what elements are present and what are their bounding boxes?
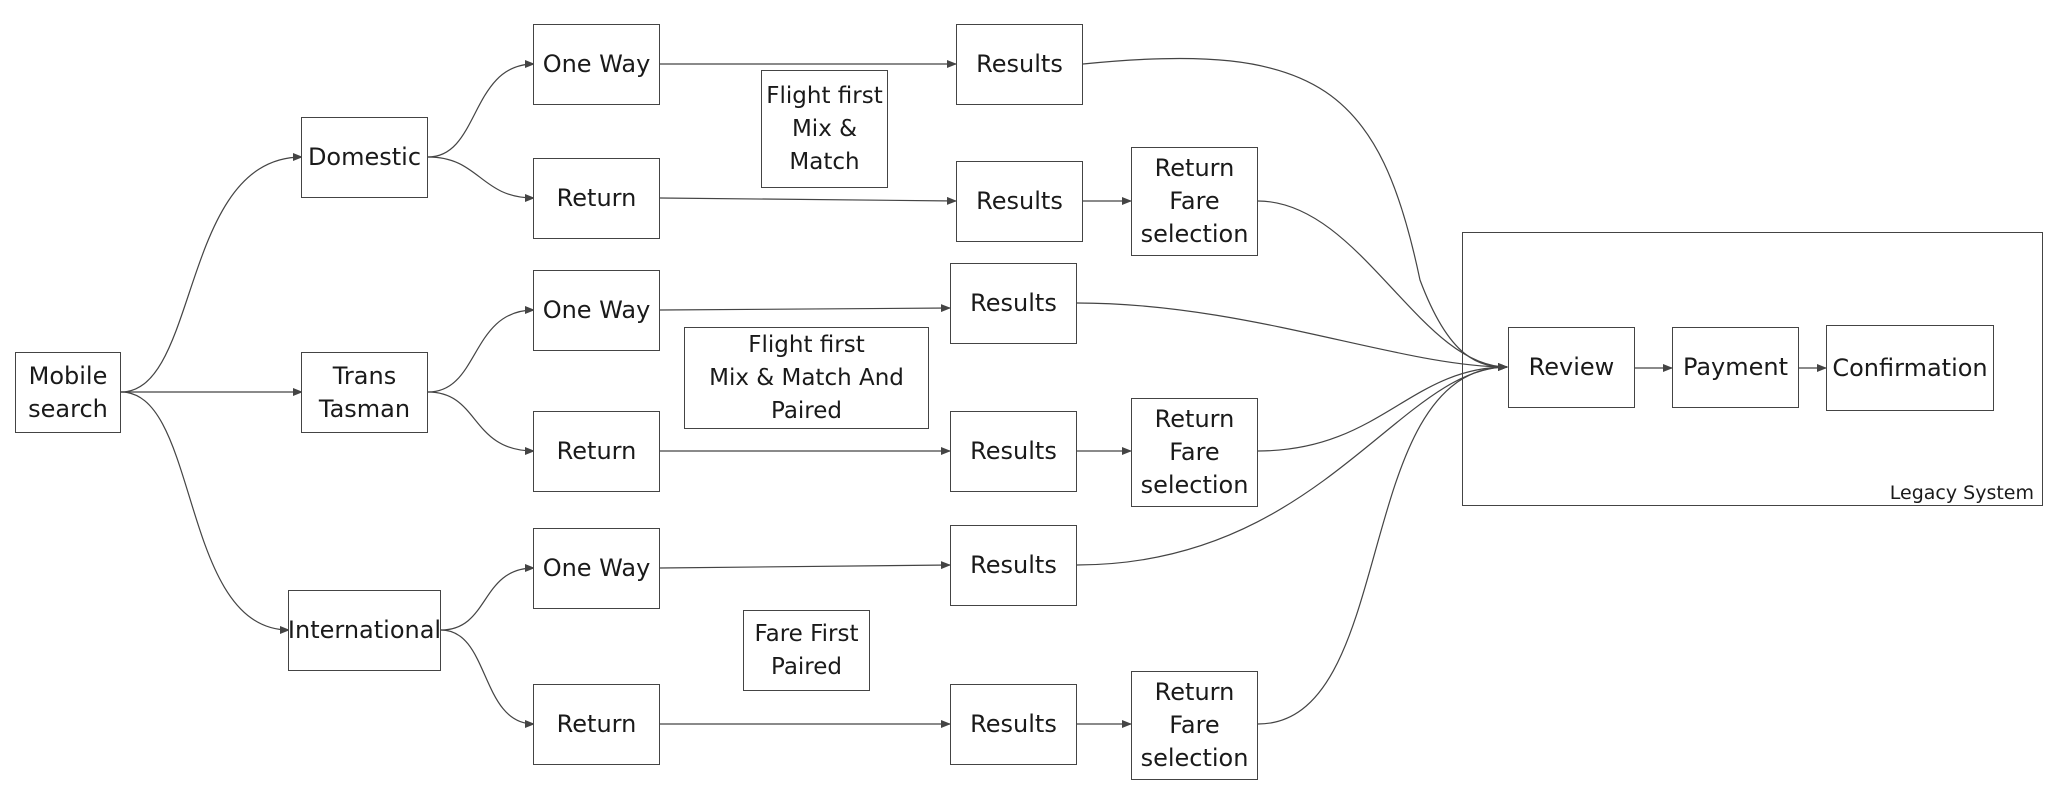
confirmation-node: Confirmation bbox=[1826, 325, 1994, 411]
edge-trans-tasman-to-return bbox=[427, 391, 535, 455]
edge-int-fare-to-review bbox=[1257, 363, 1508, 725]
international-one-way-node: One Way bbox=[533, 528, 660, 609]
edge-domestic-to-oneway bbox=[427, 60, 535, 158]
trans-tasman-one-way-node: One Way bbox=[533, 270, 660, 351]
mobile-search-node: Mobile search bbox=[15, 352, 121, 433]
legacy-system-container: Legacy System bbox=[1462, 232, 2043, 506]
international-return-fare-selection-node: Return Fare selection bbox=[1131, 671, 1258, 780]
trans-tasman-return-results-node: Results bbox=[950, 411, 1077, 492]
domestic-one-way-results-node: Results bbox=[956, 24, 1083, 105]
edge-international-to-return bbox=[440, 629, 535, 728]
international-return-results-node: Results bbox=[950, 684, 1077, 765]
international-fare-first-paired-note: Fare First Paired bbox=[743, 610, 870, 691]
trans-tasman-one-way-results-node: Results bbox=[950, 263, 1077, 344]
domestic-return-results-node: Results bbox=[956, 161, 1083, 242]
domestic-node: Domestic bbox=[301, 117, 428, 198]
domestic-return-fare-selection-node: Return Fare selection bbox=[1131, 147, 1258, 256]
trans-tasman-return-fare-selection-node: Return Fare selection bbox=[1131, 398, 1258, 507]
edge-international-to-oneway bbox=[440, 564, 535, 631]
international-return-node: Return bbox=[533, 684, 660, 765]
edge-mobile-to-international bbox=[120, 391, 290, 634]
legacy-system-label: Legacy System bbox=[1889, 482, 2034, 504]
trans-tasman-node: Trans Tasman bbox=[301, 352, 428, 433]
edge-int-oneway-results-to-review bbox=[1076, 363, 1508, 566]
trans-tasman-mix-match-paired-note: Flight first Mix & Match And Paired bbox=[684, 327, 929, 429]
edge-dom-fare-to-review bbox=[1257, 200, 1508, 371]
edge-int-oneway-to-results bbox=[659, 561, 951, 570]
payment-node: Payment bbox=[1672, 327, 1799, 408]
edge-tt-fare-to-review bbox=[1257, 363, 1508, 452]
edge-mobile-to-domestic bbox=[120, 153, 303, 393]
international-node: International bbox=[288, 590, 441, 671]
edge-trans-tasman-to-oneway bbox=[427, 306, 535, 393]
edge-tt-oneway-to-results bbox=[659, 304, 951, 313]
edge-tt-oneway-results-to-review bbox=[1076, 302, 1508, 371]
edge-dom-return-to-results bbox=[659, 196, 957, 205]
international-one-way-results-node: Results bbox=[950, 525, 1077, 606]
trans-tasman-return-node: Return bbox=[533, 411, 660, 492]
edge-domestic-to-return bbox=[427, 156, 535, 202]
review-node: Review bbox=[1508, 327, 1635, 408]
domestic-return-node: Return bbox=[533, 158, 660, 239]
domestic-mix-match-note: Flight first Mix & Match bbox=[761, 70, 888, 188]
domestic-one-way-node: One Way bbox=[533, 24, 660, 105]
